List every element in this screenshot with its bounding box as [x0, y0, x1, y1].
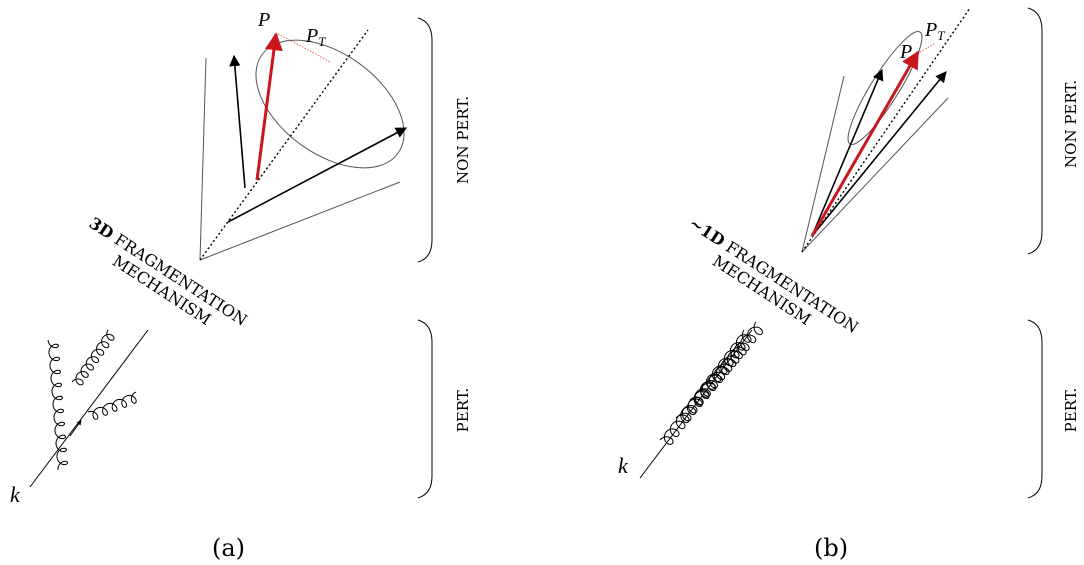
- cone-a-rim: [255, 39, 405, 169]
- label-PT-b: PT: [924, 19, 945, 43]
- jet-axis-b: [801, 7, 971, 253]
- bracket-nonpert-b: [1027, 7, 1043, 255]
- label-P-b: P: [899, 41, 912, 63]
- gluon-a-1: [47, 339, 69, 470]
- cone-a-edge-right: [199, 181, 401, 261]
- hadron-arrow-b-left: [811, 68, 884, 237]
- pt-projection-a: [277, 33, 331, 63]
- gluon-b-1: [659, 329, 752, 445]
- label-P-a: P: [257, 9, 270, 31]
- gluon-b-3: [689, 341, 747, 406]
- hadron-arrow-a-P: [255, 32, 283, 181]
- gluons-a: [47, 329, 137, 470]
- caption-b: (b): [814, 534, 848, 562]
- hadron-arrow-a-right: [227, 127, 407, 223]
- cone-b-edge-right: [801, 97, 949, 253]
- pt-projection-b: [919, 43, 935, 53]
- svg-text:3D FRAGMENTATION: 3D FRAGMENTATION: [86, 213, 251, 329]
- bracket-pert-b: [1027, 319, 1043, 499]
- gluons-b: [659, 321, 763, 445]
- hadron-arrow-b-P: [810, 50, 920, 237]
- parton-line-a: [29, 329, 149, 488]
- gluon-a-3: [87, 391, 137, 420]
- bracket-nonpert-a: [417, 17, 433, 263]
- bracket-pert-a: [417, 319, 433, 499]
- mechanism-label-b: ~1D FRAGMENTATION MECHANISM: [686, 213, 862, 337]
- panel-b: P PT ~1D FRAGMENTATION MECHANISM k NON P…: [618, 7, 1080, 562]
- label-nonpert-b: NON PERT.: [1062, 80, 1080, 168]
- mechanism-label-a: 3D FRAGMENTATION MECHANISM: [86, 213, 251, 329]
- hadron-arrow-a-left: [229, 54, 246, 189]
- label-pert-b: PERT.: [1062, 388, 1080, 433]
- parton-arrow-a: [69, 419, 82, 437]
- label-PT-a: PT: [305, 25, 326, 49]
- cone-a-edge-left: [199, 57, 207, 261]
- cone-b-edge-left: [801, 75, 845, 253]
- panel-a: P PT 3D FRAGMENTATION MECHANISM k NON PE…: [10, 9, 472, 562]
- jet-axis-a: [199, 29, 369, 261]
- label-pert-a: PERT.: [454, 388, 472, 433]
- gluon-a-2: [71, 329, 115, 386]
- gluon-b-2: [675, 321, 763, 424]
- hadron-arrow-b-right: [811, 71, 947, 237]
- cone-a: [199, 39, 405, 261]
- caption-a: (a): [212, 534, 245, 562]
- label-k-a: k: [10, 482, 21, 507]
- label-nonpert-a: NON PERT.: [454, 96, 472, 184]
- svg-text:~1D FRAGMENTATION: ~1D FRAGMENTATION: [686, 213, 862, 337]
- label-k-b: k: [618, 453, 629, 478]
